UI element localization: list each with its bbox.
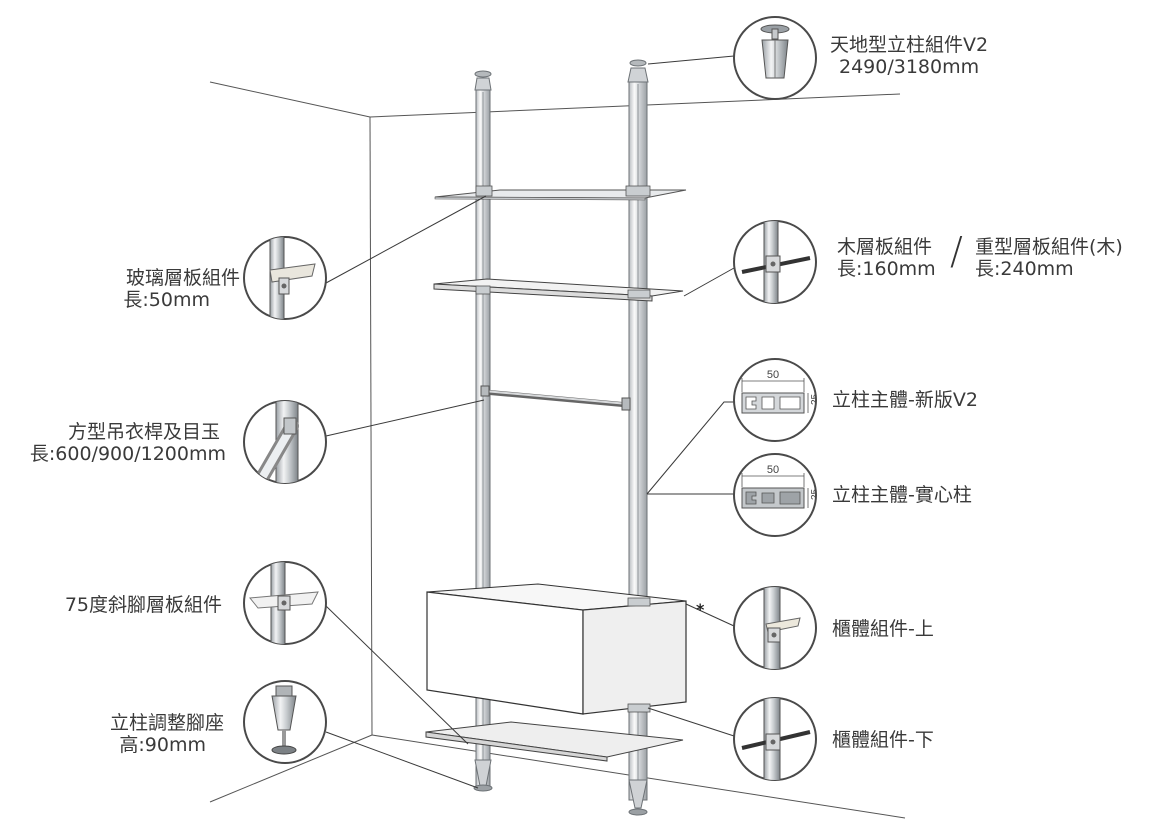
cabinet-bracket-bottom-icon [733,697,817,781]
wood-shelf-bracket-spec: 長:160mm [837,258,936,280]
cabinet-box [426,583,687,715]
separator-slash: / [950,229,963,273]
pole-profile-v2-name: 立柱主體-新版V2 [832,389,978,411]
label-cabinet-bracket-top: 櫃體組件-上 [832,618,934,640]
cabinet-bracket-top-icon [733,586,817,670]
pole-solid-width-label: 50 [767,464,779,476]
ceiling-floor-pole-kit-spec: 2490/3180mm [838,56,980,78]
adjustable-foot-name: 立柱調整腳座 [109,712,224,734]
label-hanging-rail: 方型吊衣桿及目玉 長:600/900/1200mm [6,421,226,465]
hanging-rail [480,385,631,411]
pole-solid-height-label: 25 [810,488,821,500]
pole-brackets [475,185,651,713]
label-glass-shelf-bracket: 玻璃層板組件 長:50mm [80,267,240,311]
pole-profile-solid-icon: 50 25 [733,453,821,537]
slanted-shelf-bracket-name: 75度斜腳層板組件 [64,594,222,616]
pole-v2-height-label: 25 [810,393,821,405]
label-cabinet-bracket-bottom: 櫃體組件-下 [832,729,934,751]
bottom-shelf [425,721,684,762]
heavy-shelf-bracket-spec: 長:240mm [975,258,1074,280]
label-ceiling-floor-pole-kit: 天地型立柱組件V2 2490/3180mm [830,34,988,78]
label-adjustable-foot: 立柱調整腳座 高:90mm [80,712,224,756]
glass-shelf-bracket-spec: 長:50mm [123,289,210,311]
heavy-shelf-bracket-name: 重型層板組件(木) [975,236,1123,258]
label-wood-shelf-bracket: 木層板組件 長:160mm [837,236,936,280]
pole-v2-width-label: 50 [767,369,779,381]
leader-lines [325,55,735,789]
label-pole-profile-solid: 立柱主體-實心柱 [832,484,972,506]
label-heavy-shelf-bracket: 重型層板組件(木) 長:240mm [975,236,1123,280]
hanging-rail-icon [243,400,327,484]
adjustable-foot-spec: 高:90mm [119,734,206,756]
pole-profile-solid-name: 立柱主體-實心柱 [832,484,972,506]
ceiling-floor-pole-kit-icon [733,16,817,100]
ceiling-floor-pole-kit-name: 天地型立柱組件V2 [830,34,989,56]
pole-profile-v2-icon: 50 25 [733,358,821,442]
cabinet-bracket-top-name: 櫃體組件-上 [832,618,934,640]
label-pole-profile-v2: 立柱主體-新版V2 [832,389,978,411]
wood-shelf-bracket-icon [733,220,817,304]
glass-shelf-bracket-name: 玻璃層板組件 [125,267,240,289]
asterisk-mark: * [696,600,705,619]
cabinet-bracket-bottom-name: 櫃體組件-下 [832,729,934,751]
label-slanted-shelf-bracket: 75度斜腳層板組件 [30,594,222,616]
glass-shelf [434,189,687,201]
glass-shelf-bracket-icon [243,236,327,320]
hanging-rail-spec: 長:600/900/1200mm [29,443,226,465]
hanging-rail-name: 方型吊衣桿及目玉 [67,421,220,443]
wood-shelf-bracket-name: 木層板組件 [837,236,933,258]
adjustable-foot-icon [243,680,327,764]
slanted-shelf-bracket-icon [243,561,327,645]
